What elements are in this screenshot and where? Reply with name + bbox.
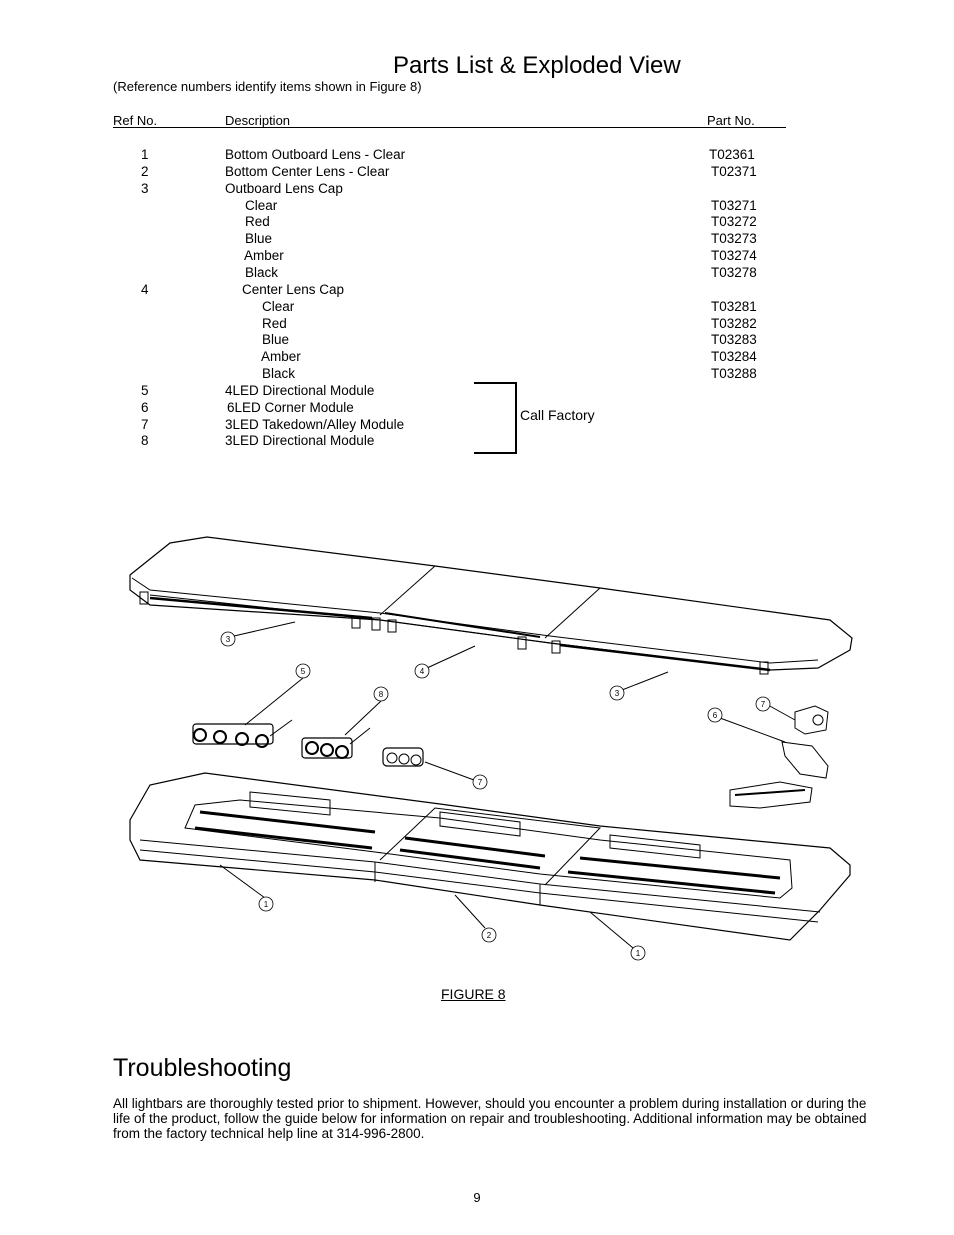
callout-label: 5 [301, 667, 306, 676]
table-row: 7 3LED Takedown/Alley Module [0, 416, 954, 433]
exploded-view-figure: 3 5 4 8 3 7 6 7 1 2 1 [129, 536, 853, 961]
row-description: Blue [262, 332, 290, 348]
row-part-number: T03283 [711, 332, 757, 348]
row-ref-number: 3 [141, 180, 149, 196]
callout-ref-3-left: 3 [220, 631, 236, 647]
row-description: Black [245, 264, 279, 280]
callout-label: 1 [264, 900, 269, 909]
row-description: Center Lens Cap [242, 281, 345, 297]
table-row: Black T03278 [0, 264, 954, 281]
row-description: 3LED Takedown/Alley Module [225, 416, 405, 432]
figure-caption: FIGURE 8 [441, 986, 506, 1002]
callout-leaders [219, 621, 796, 949]
callout-ref-8: 8 [373, 686, 389, 702]
row-description: Bottom Outboard Lens - Clear [225, 147, 406, 162]
callout-label: 7 [478, 778, 483, 787]
page-number: 9 [473, 1190, 481, 1205]
table-row: 8 3LED Directional Module [0, 432, 954, 449]
callout-ref-1-right: 1 [630, 945, 646, 961]
row-part-number: T03274 [711, 248, 757, 264]
table-row: Red T03282 [0, 315, 954, 332]
row-part-number: T03288 [711, 366, 757, 382]
callout-label: 3 [615, 689, 620, 698]
troubleshooting-paragraph: All lightbars are thoroughly tested prio… [113, 1096, 867, 1141]
row-ref-number: 2 [141, 163, 149, 179]
lens-cap-assembly [129, 536, 853, 675]
row-ref-number: 6 [141, 399, 149, 415]
row-part-number: T02371 [711, 163, 757, 179]
table-row: Blue T03273 [0, 230, 954, 247]
table-row: 6 6LED Corner Module [0, 399, 954, 416]
row-ref-number: 4 [141, 281, 149, 297]
row-description: Blue [245, 231, 273, 247]
row-ref-number: 1 [141, 147, 149, 162]
table-row: 4 Center Lens Cap [0, 281, 954, 298]
row-description: Amber [244, 248, 284, 264]
row-part-number: T03281 [711, 298, 757, 314]
row-description: 6LED Corner Module [227, 399, 354, 415]
row-part-number: T02361 [709, 147, 755, 162]
page-subtitle: (Reference numbers identify items shown … [113, 79, 422, 94]
callout-label: 4 [420, 667, 425, 676]
table-row: Clear T03271 [0, 197, 954, 214]
callout-label: 8 [379, 690, 384, 699]
callout-ref-7-mid: 7 [472, 774, 488, 790]
row-description: Bottom Center Lens - Clear [225, 163, 390, 179]
row-description: Clear [245, 197, 278, 213]
callout-ref-4: 4 [414, 663, 430, 679]
call-factory-note: Call Factory [520, 407, 595, 423]
row-part-number: T03273 [711, 231, 757, 247]
row-part-number: T03284 [711, 349, 757, 365]
table-row: Clear T03281 [0, 298, 954, 315]
row-ref-number: 8 [141, 433, 149, 449]
row-part-number: T03278 [711, 264, 757, 280]
row-description: Outboard Lens Cap [225, 180, 343, 196]
row-ref-number: 5 [141, 382, 149, 398]
row-description: Amber [261, 349, 301, 365]
callout-ref-6: 6 [707, 707, 723, 723]
callout-ref-3-right: 3 [609, 685, 625, 701]
header-divider [113, 127, 786, 128]
table-row: 3 Outboard Lens Cap [0, 180, 954, 197]
callout-markers: 3 5 4 8 3 7 6 7 1 2 1 [220, 631, 771, 961]
table-row: Amber T03284 [0, 348, 954, 365]
callout-ref-2: 2 [481, 927, 497, 943]
col-header-ref: Ref No. [113, 113, 158, 128]
col-header-part: Part No. [707, 113, 755, 128]
row-description: Black [262, 366, 296, 382]
callout-ref-5: 5 [295, 663, 311, 679]
row-description: Red [245, 214, 270, 230]
row-description: Clear [262, 298, 295, 314]
callout-label: 7 [761, 700, 766, 709]
col-header-description: Description [225, 113, 291, 128]
table-row: 5 4LED Directional Module [0, 382, 954, 399]
table-row: Amber T03274 [0, 247, 954, 264]
table-row: Blue T03283 [0, 331, 954, 348]
table-row: 1 Bottom Outboard Lens - Clear T02361 [0, 146, 954, 163]
troubleshooting-title: Troubleshooting [113, 1054, 292, 1082]
row-part-number: T03282 [711, 315, 757, 331]
callout-label: 3 [226, 635, 231, 644]
row-ref-number: 7 [141, 416, 149, 432]
callout-ref-1-left: 1 [258, 896, 274, 912]
page-title: Parts List & Exploded View [393, 52, 681, 79]
row-description: 3LED Directional Module [225, 433, 375, 449]
row-part-number: T03271 [711, 197, 757, 213]
callout-label: 1 [636, 949, 641, 958]
table-row: Red T03272 [0, 213, 954, 230]
call-factory-bracket [474, 382, 517, 454]
callout-label: 2 [487, 931, 492, 940]
base-housing [129, 772, 851, 941]
row-description: 4LED Directional Module [225, 382, 375, 398]
callout-label: 6 [713, 711, 718, 720]
callout-ref-7-top: 7 [755, 696, 771, 712]
table-row: 2 Bottom Center Lens - Clear T02371 [0, 163, 954, 180]
led-modules [192, 705, 829, 809]
row-description: Red [262, 315, 287, 331]
row-part-number: T03272 [711, 214, 757, 230]
table-row: Black T03288 [0, 365, 954, 382]
